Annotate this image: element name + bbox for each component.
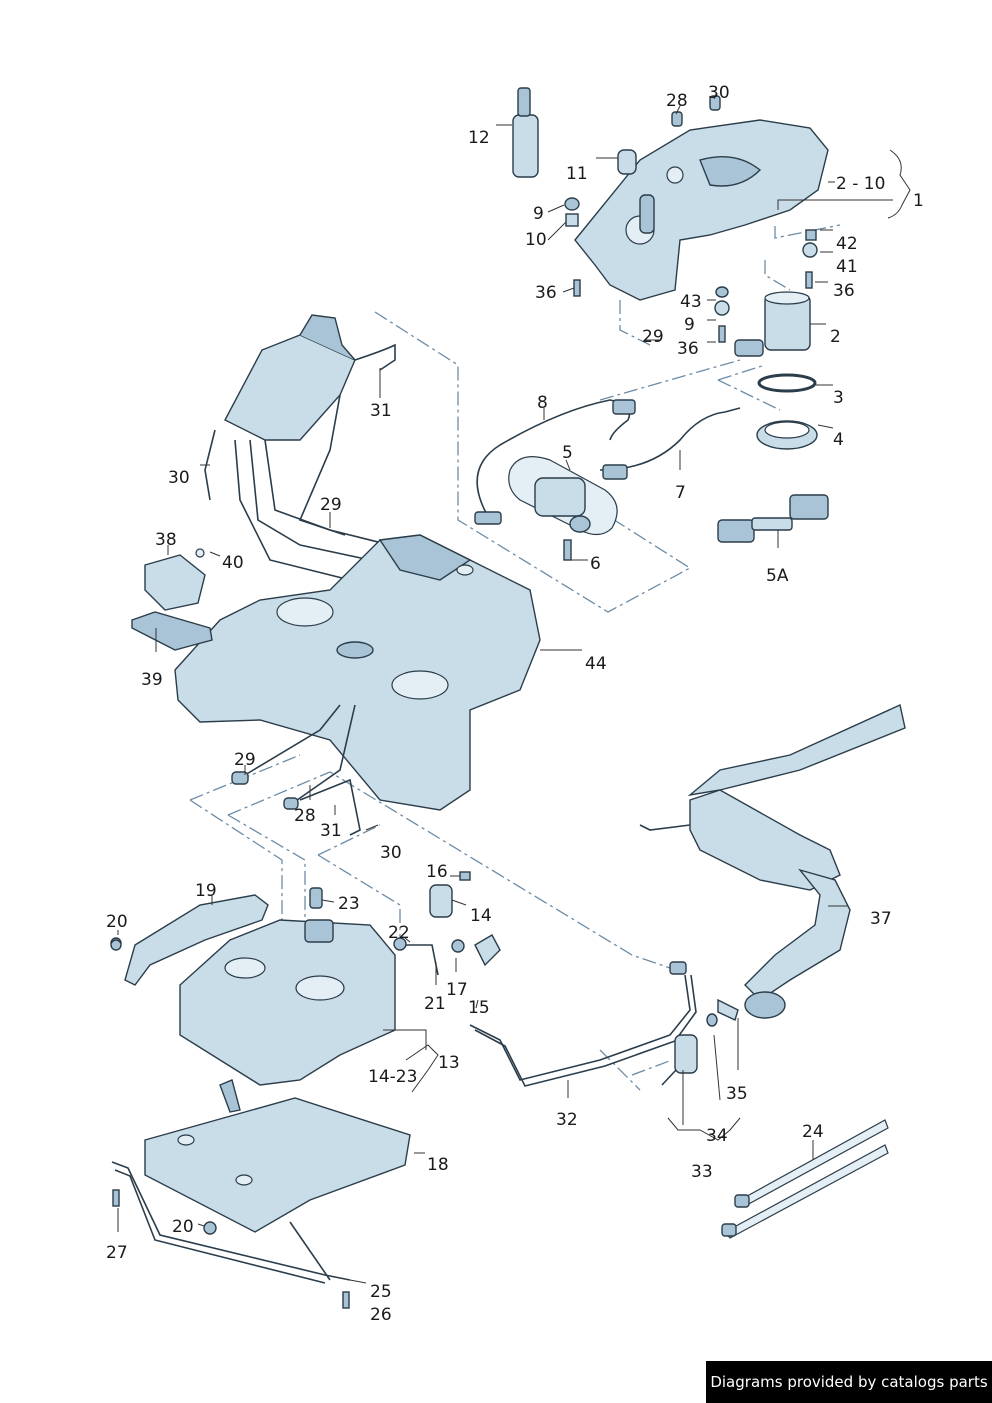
callout-12: 12 bbox=[468, 128, 490, 148]
callout-30-lower: 30 bbox=[380, 843, 402, 863]
callout-29-lower: 29 bbox=[234, 750, 256, 770]
pump-holder bbox=[734, 291, 818, 450]
filler-neck-assembly bbox=[204, 314, 471, 661]
valve-33-35 bbox=[661, 998, 739, 1086]
callout-30-top: 30 bbox=[708, 83, 730, 103]
callout-31-lower: 31 bbox=[320, 821, 342, 841]
callout-19: 19 bbox=[195, 881, 217, 901]
callout-28-top: 28 bbox=[666, 91, 688, 111]
callout-36-mid: 36 bbox=[677, 339, 699, 359]
callout-30-mid: 30 bbox=[168, 468, 190, 488]
callout-40: 40 bbox=[222, 553, 244, 573]
callout-5a: 5A bbox=[766, 566, 789, 586]
callout-22: 22 bbox=[388, 923, 410, 943]
small-fittings-top bbox=[564, 95, 818, 343]
control-unit bbox=[131, 548, 213, 651]
protective-plate bbox=[144, 1079, 411, 1233]
callout-14-23: 14-23 bbox=[368, 1067, 417, 1087]
callout-5: 5 bbox=[562, 443, 573, 463]
callout-2-10: 2 - 10 bbox=[836, 174, 885, 194]
callout-4: 4 bbox=[833, 430, 844, 450]
fuel-pump-housing bbox=[574, 119, 829, 301]
tank-lines-lower bbox=[231, 704, 361, 836]
callout-39: 39 bbox=[141, 670, 163, 690]
callout-14: 14 bbox=[470, 906, 492, 926]
callout-20-lower: 20 bbox=[172, 1217, 194, 1237]
callout-2: 2 bbox=[830, 327, 841, 347]
callout-labels: 1 2 - 10 2 3 4 5 5A 6 7 8 9 9 10 11 12 1… bbox=[106, 83, 924, 1325]
callout-13: 13 bbox=[438, 1053, 460, 1073]
callout-42: 42 bbox=[836, 234, 858, 254]
callout-7: 7 bbox=[675, 483, 686, 503]
callout-43: 43 bbox=[680, 292, 702, 312]
callout-34: 34 bbox=[706, 1126, 728, 1146]
cable-ties bbox=[721, 1119, 889, 1239]
fuel-line-32 bbox=[469, 961, 697, 1087]
credit-banner: Diagrams provided by catalogs parts bbox=[706, 1361, 992, 1403]
valve-parts-14-22 bbox=[393, 871, 501, 976]
callout-25: 25 bbox=[370, 1282, 392, 1302]
callout-33: 33 bbox=[691, 1162, 713, 1182]
fuel-tank bbox=[174, 534, 541, 811]
callout-3: 3 bbox=[833, 388, 844, 408]
callout-38: 38 bbox=[155, 530, 177, 550]
leader-lines bbox=[117, 93, 911, 1284]
callout-10: 10 bbox=[525, 230, 547, 250]
tension-strap bbox=[110, 939, 351, 1309]
callout-26: 26 bbox=[370, 1305, 392, 1325]
callout-11: 11 bbox=[566, 164, 588, 184]
callout-15: 15 bbox=[468, 998, 490, 1018]
exhaust-silencer bbox=[639, 704, 906, 1019]
callout-18: 18 bbox=[427, 1155, 449, 1175]
wiring-harness bbox=[474, 399, 829, 543]
callout-20-upper: 20 bbox=[106, 912, 128, 932]
callout-29-mid: 29 bbox=[320, 495, 342, 515]
callout-24: 24 bbox=[802, 1122, 824, 1142]
callout-1: 1 bbox=[913, 191, 924, 211]
callout-8: 8 bbox=[537, 393, 548, 413]
callout-36-left: 36 bbox=[535, 283, 557, 303]
callout-36-right: 36 bbox=[833, 281, 855, 301]
fuel-pump-unit bbox=[508, 456, 618, 561]
callout-9-top: 9 bbox=[533, 204, 544, 224]
callout-44: 44 bbox=[585, 654, 607, 674]
callout-31-upper: 31 bbox=[370, 401, 392, 421]
callout-6: 6 bbox=[590, 554, 601, 574]
callout-35: 35 bbox=[726, 1084, 748, 1104]
callout-41: 41 bbox=[836, 257, 858, 277]
fuel-filter bbox=[512, 87, 539, 178]
callout-21: 21 bbox=[424, 994, 446, 1014]
callout-23: 23 bbox=[338, 894, 360, 914]
callout-16: 16 bbox=[426, 862, 448, 882]
callout-9-mid: 9 bbox=[684, 315, 695, 335]
callout-32: 32 bbox=[556, 1110, 578, 1130]
callout-29-top: 29 bbox=[642, 327, 664, 347]
callout-28-lower: 28 bbox=[294, 806, 316, 826]
callout-37: 37 bbox=[870, 909, 892, 929]
callout-17: 17 bbox=[446, 980, 468, 1000]
callout-27: 27 bbox=[106, 1243, 128, 1263]
